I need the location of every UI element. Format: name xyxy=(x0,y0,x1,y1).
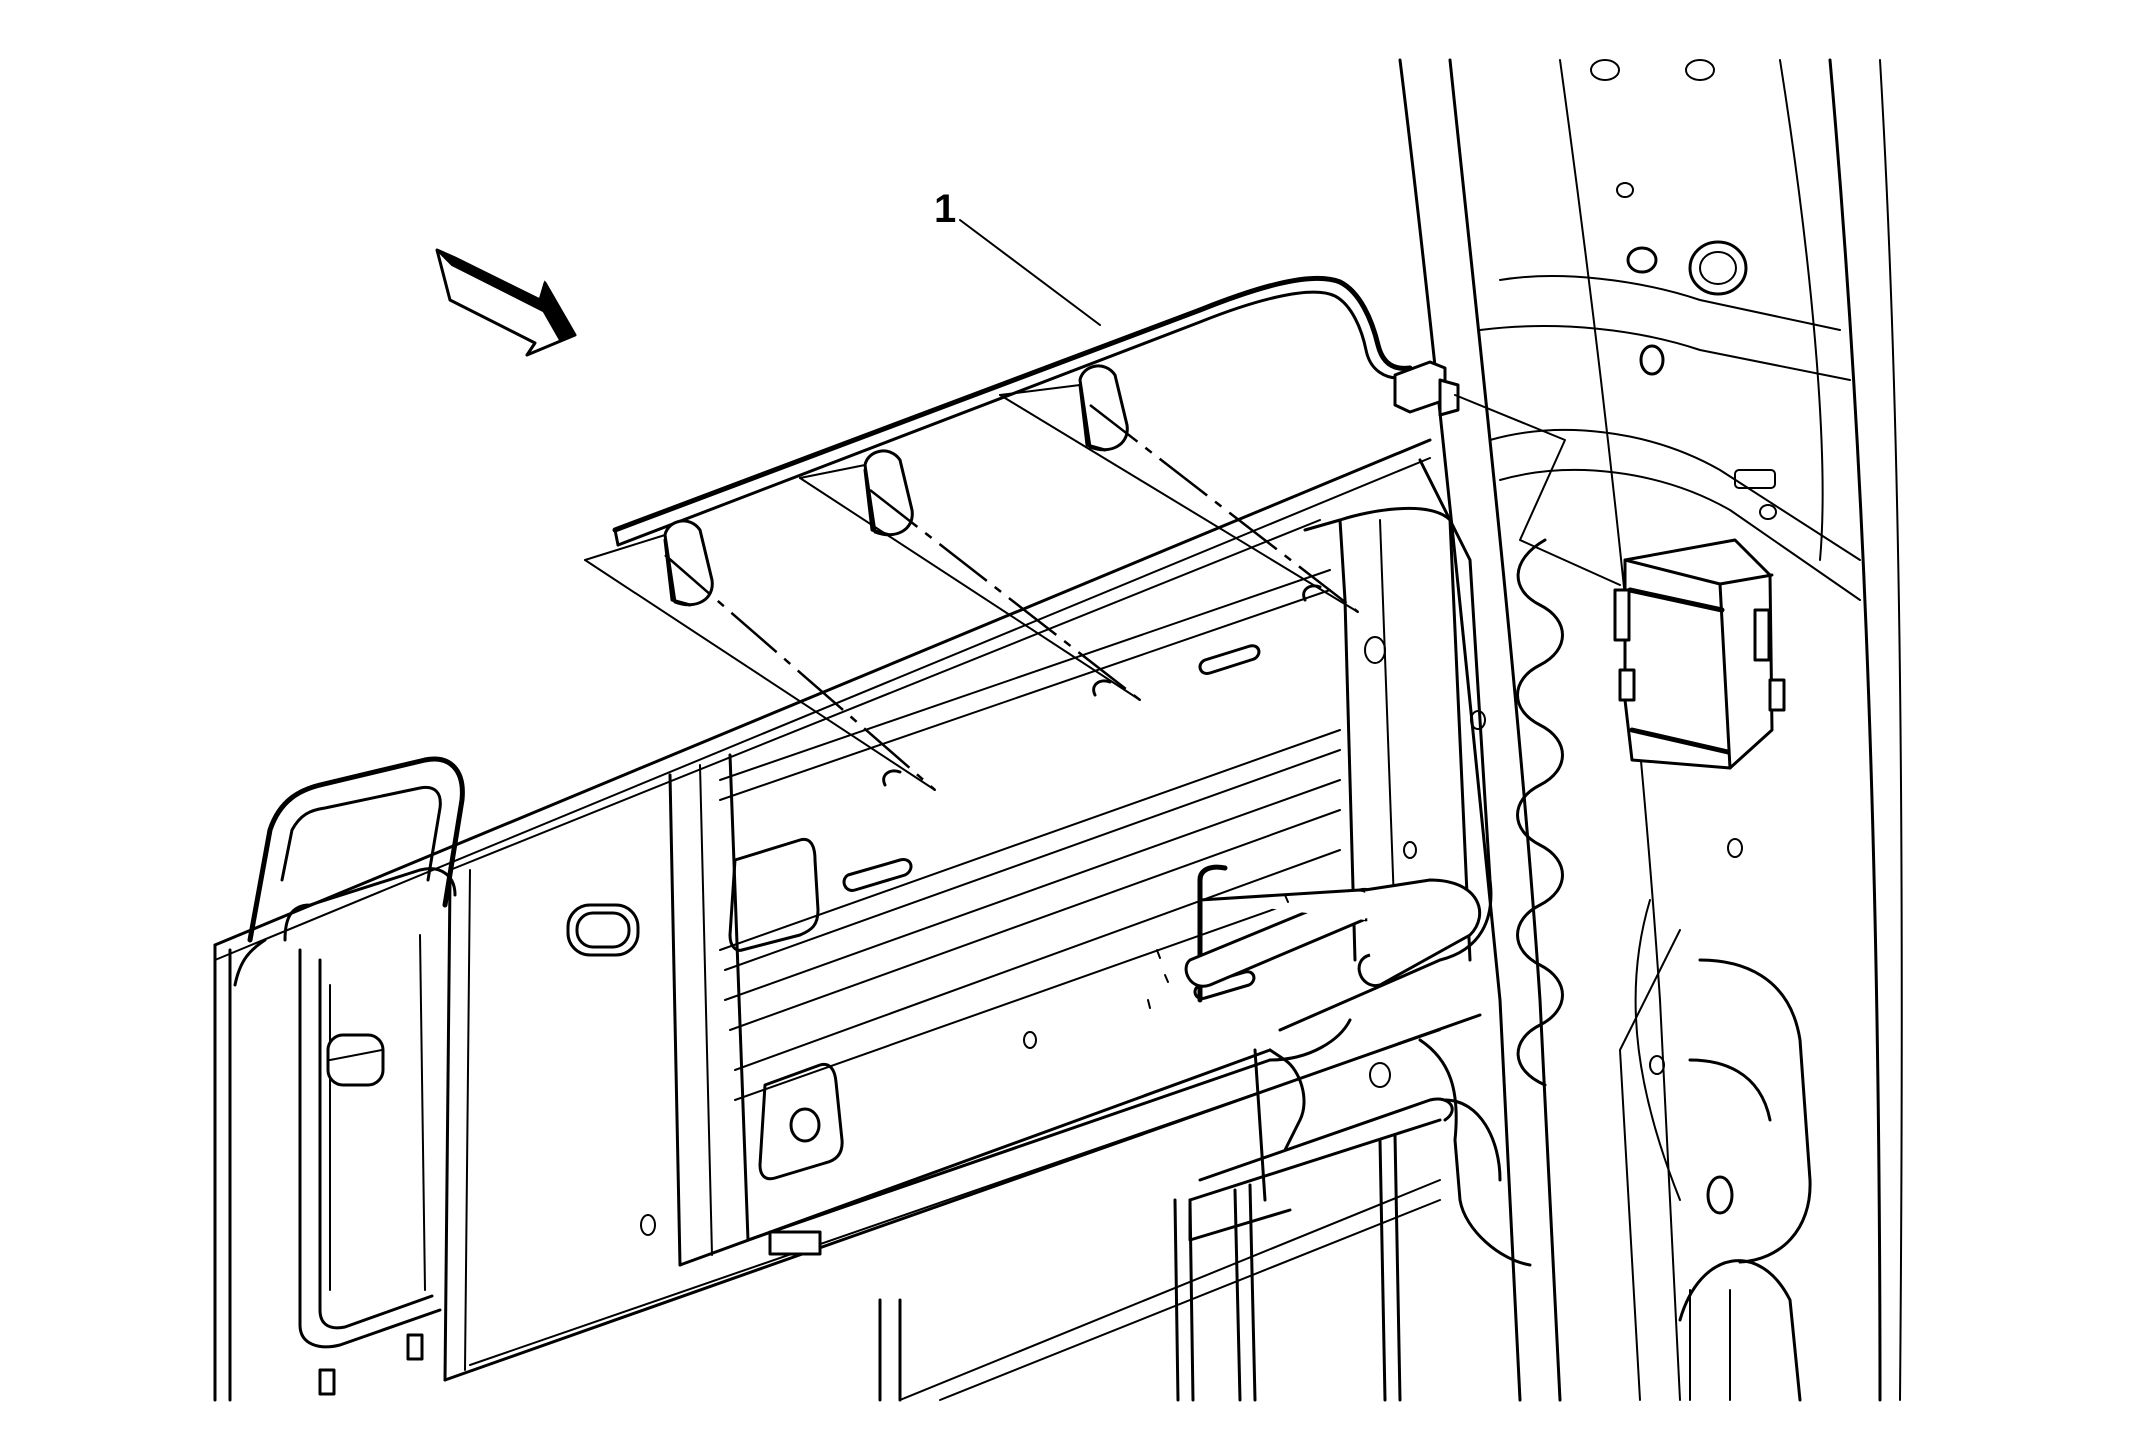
leader-lines xyxy=(584,219,1621,791)
direction-arrow xyxy=(435,248,577,357)
wiring-harness xyxy=(612,275,1460,607)
callout-label-1: 1 xyxy=(934,187,956,231)
door-frame xyxy=(1398,58,1903,1402)
seat-frame-panel xyxy=(213,438,1532,1402)
wavy-break-line xyxy=(1516,538,1564,1087)
control-module xyxy=(1613,538,1786,770)
